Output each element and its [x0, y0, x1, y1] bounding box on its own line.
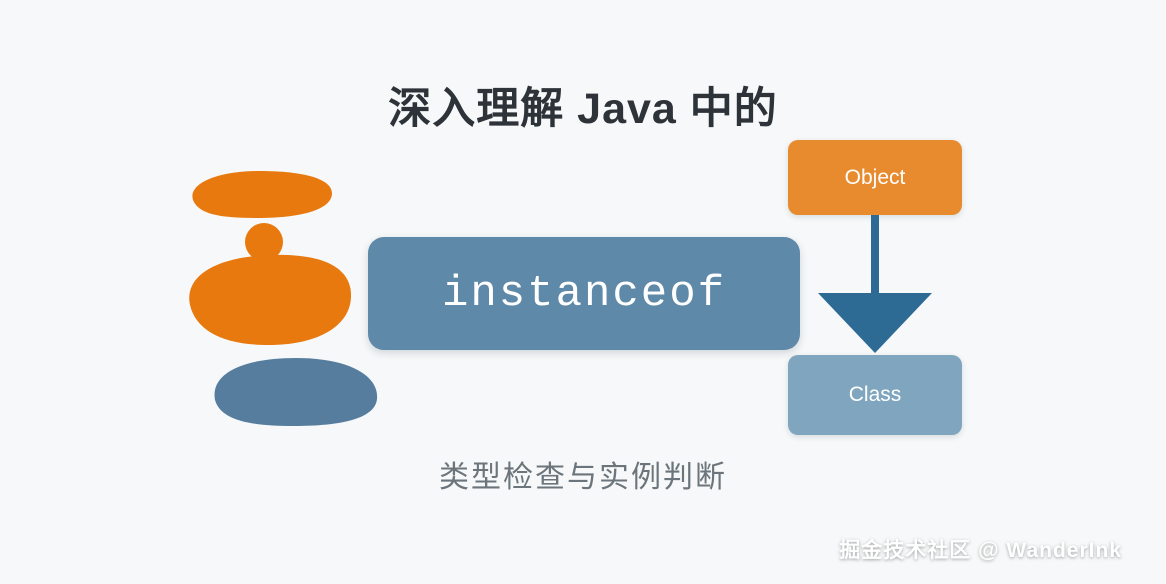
arrow-stem	[871, 215, 879, 295]
object-node: Object	[788, 140, 962, 215]
stone-top	[192, 171, 333, 218]
subtitle: 类型检查与实例判断	[439, 461, 727, 494]
class-label: Class	[848, 383, 902, 406]
watermark: 掘金技术社区 @ WanderInk	[839, 539, 1122, 562]
class-node: Class	[788, 355, 962, 435]
stacked-stones-illustration	[189, 171, 378, 426]
arrow-down-icon	[818, 293, 932, 353]
stone-small-circle	[245, 223, 283, 261]
object-label: Object	[844, 165, 906, 189]
stone-large	[189, 254, 352, 345]
page-title: 深入理解 Java 中的	[388, 85, 778, 133]
instanceof-box: instanceof	[368, 237, 800, 350]
stone-base	[214, 358, 378, 426]
instanceof-label: instanceof	[441, 268, 727, 319]
